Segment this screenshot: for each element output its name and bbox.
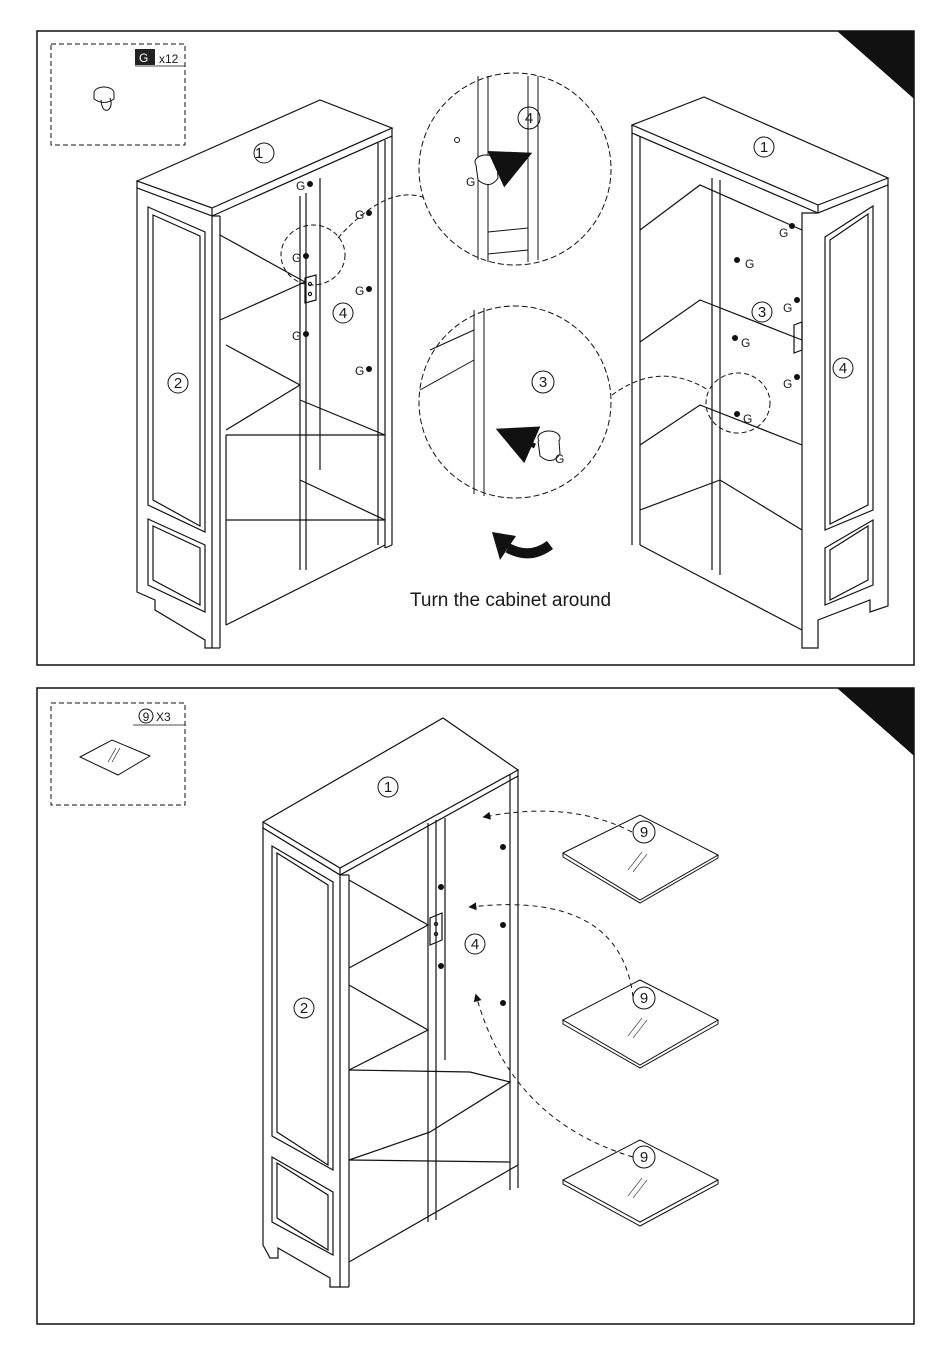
svg-text:3: 3: [758, 304, 766, 321]
svg-text:9: 9: [143, 710, 150, 724]
svg-text:G: G: [296, 179, 305, 193]
svg-text:G: G: [292, 329, 301, 343]
svg-text:9: 9: [640, 990, 648, 1007]
glass-shelf-1: 9 9: [563, 815, 718, 903]
svg-text:G: G: [466, 175, 475, 189]
instruction-text: Turn the cabinet around: [410, 590, 611, 611]
hardware-qty: x12: [159, 52, 179, 66]
svg-text:4: 4: [471, 936, 479, 953]
side-panel-label: 4: [339, 305, 347, 322]
zoom-detail-top: 4 G: [419, 73, 611, 265]
step1-panel: G x12: [37, 31, 914, 665]
svg-text:G: G: [745, 257, 754, 271]
svg-text:G: G: [555, 452, 564, 466]
svg-text:1: 1: [384, 779, 392, 796]
glass-shelf-2: 9: [563, 980, 718, 1068]
shelf-pin-icon: [94, 87, 114, 110]
svg-text:3: 3: [539, 374, 547, 391]
svg-text:X3: X3: [156, 710, 171, 724]
svg-text:G: G: [355, 364, 364, 378]
svg-text:G: G: [292, 251, 301, 265]
svg-text:G: G: [783, 301, 792, 315]
svg-text:2: 2: [300, 1000, 308, 1017]
door-label: 2: [174, 375, 182, 392]
cabinet-back-view: [632, 97, 888, 648]
glass-shelf-icon: [80, 740, 150, 775]
svg-text:G: G: [779, 226, 788, 240]
pin-callouts-left: G G G G G G: [292, 179, 372, 378]
rotate-arrow-icon: [492, 532, 550, 560]
cabinet-front-view: [137, 100, 392, 648]
glass-shelf-3: 9: [563, 1140, 718, 1226]
svg-text:9: 9: [640, 1149, 648, 1166]
svg-text:9: 9: [640, 824, 648, 841]
svg-text:G: G: [741, 336, 750, 350]
svg-text:G: G: [355, 284, 364, 298]
svg-text:4: 4: [525, 110, 533, 127]
step2-panel: 9 X3: [37, 688, 914, 1324]
svg-text:1: 1: [760, 139, 768, 156]
hardware-box: G x12: [51, 44, 185, 145]
pin-callouts-right: G G G G G G: [732, 223, 800, 426]
svg-text:G: G: [743, 412, 752, 426]
hardware-id: G: [139, 51, 148, 65]
svg-text:4: 4: [839, 360, 847, 377]
shelf-pins: [438, 844, 506, 1006]
svg-text:G: G: [783, 377, 792, 391]
zoom-detail-bottom: 3 G: [419, 306, 611, 498]
hardware-box: 9 X3: [51, 703, 185, 805]
